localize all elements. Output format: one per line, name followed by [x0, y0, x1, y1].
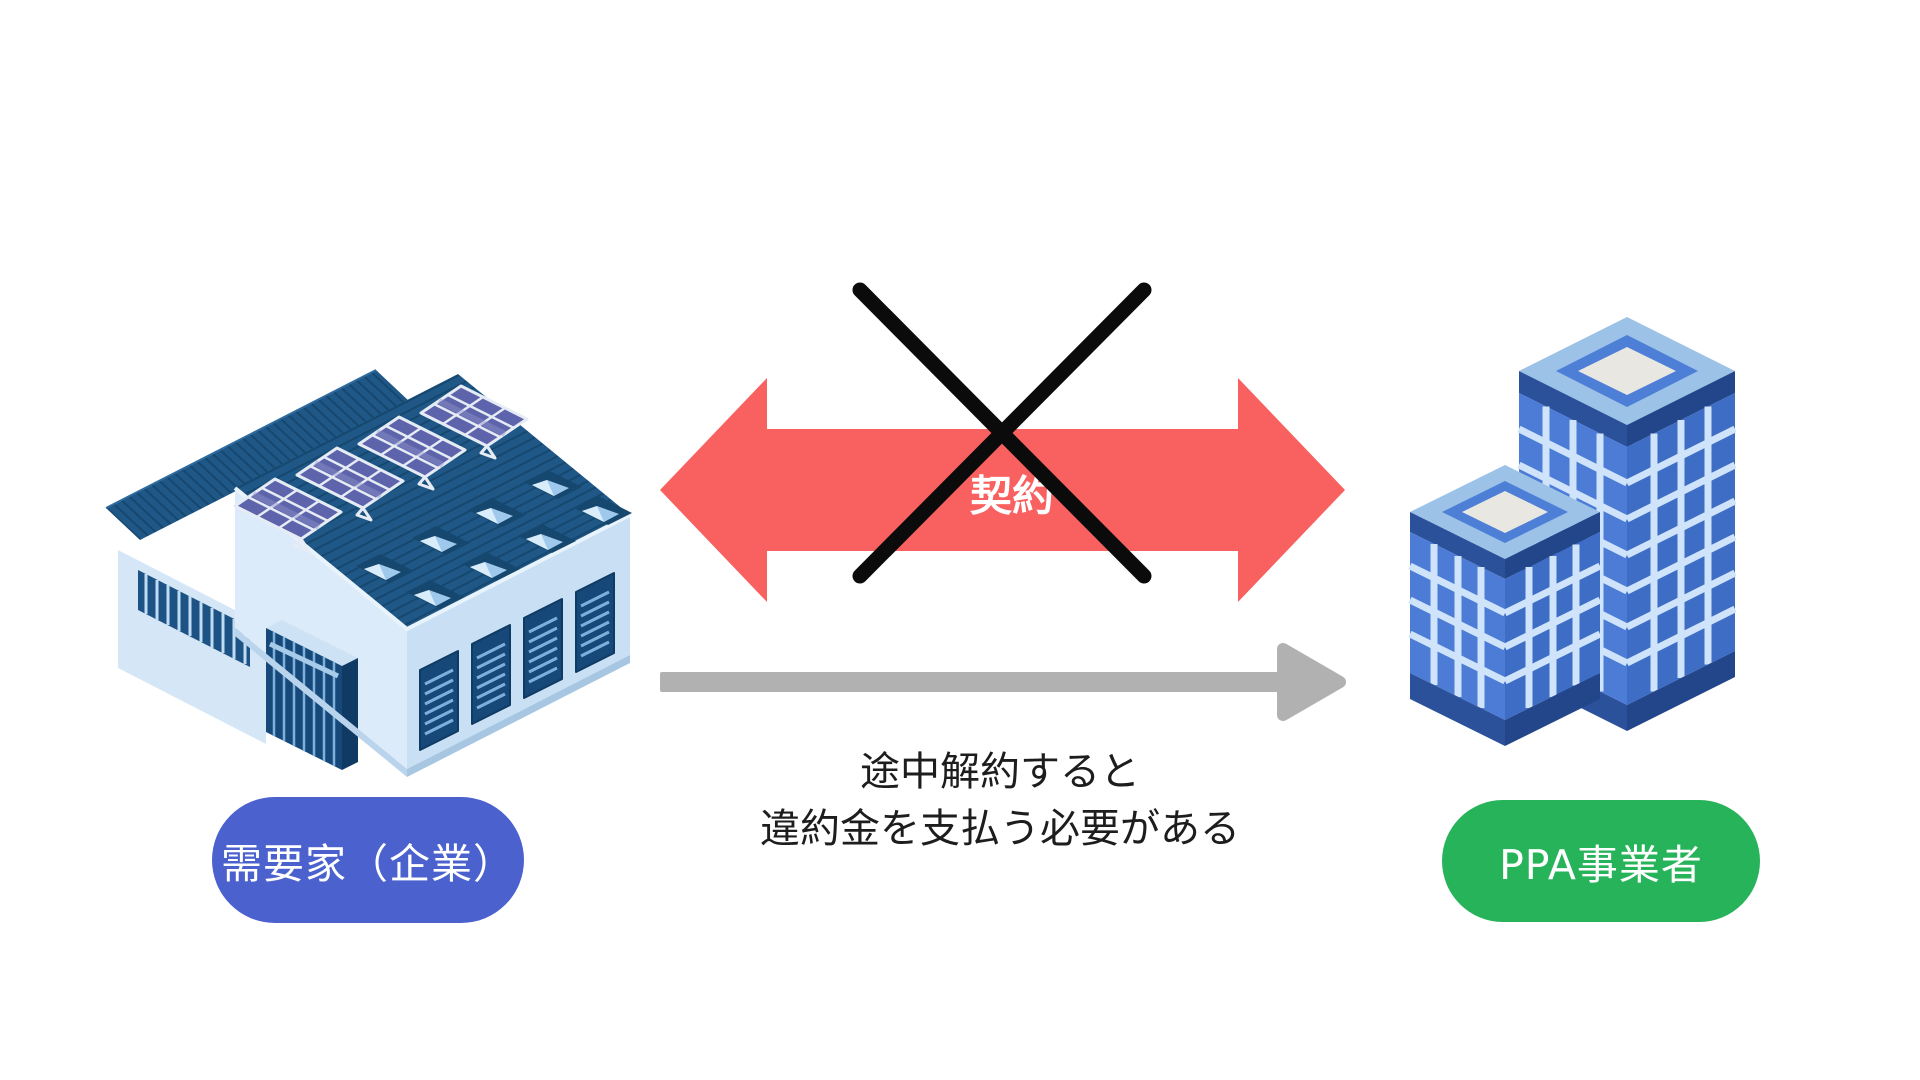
factory-base-right [407, 655, 630, 777]
penalty-arrow-head [1277, 643, 1346, 721]
solar-panels [233, 384, 529, 553]
contract-relation-graphic: 契約 [660, 282, 1345, 602]
factory-left-wall [235, 488, 407, 769]
cancel-cross-icon [852, 282, 1152, 584]
factory-garage-doors [419, 572, 615, 751]
penalty-caption: 途中解約すると 違約金を支払う必要がある [585, 744, 1415, 858]
roof-skylights [356, 470, 632, 609]
factory-right-wall [407, 515, 630, 769]
short-office-tower [1408, 465, 1602, 746]
factory-base-left [235, 628, 407, 777]
consumer-company-pill: 需要家（企業） [212, 797, 524, 923]
ppa-operator-pill: PPA事業者 [1442, 800, 1760, 922]
factory-entrance-door [266, 620, 358, 770]
solar-factory-illustration [105, 369, 632, 777]
penalty-payment-arrow [660, 643, 1346, 721]
contract-double-arrow [660, 378, 1345, 602]
consumer-company-label: 需要家（企業） [221, 840, 515, 888]
penalty-arrow-shaft [660, 672, 1283, 692]
ppa-office-buildings-illustration [1408, 317, 1737, 746]
penalty-caption-line1: 途中解約すると [860, 749, 1140, 795]
ppa-operator-label: PPA事業者 [1499, 841, 1703, 889]
factory-annex [105, 369, 410, 744]
penalty-caption-line2: 違約金を支払う必要がある [760, 806, 1240, 852]
